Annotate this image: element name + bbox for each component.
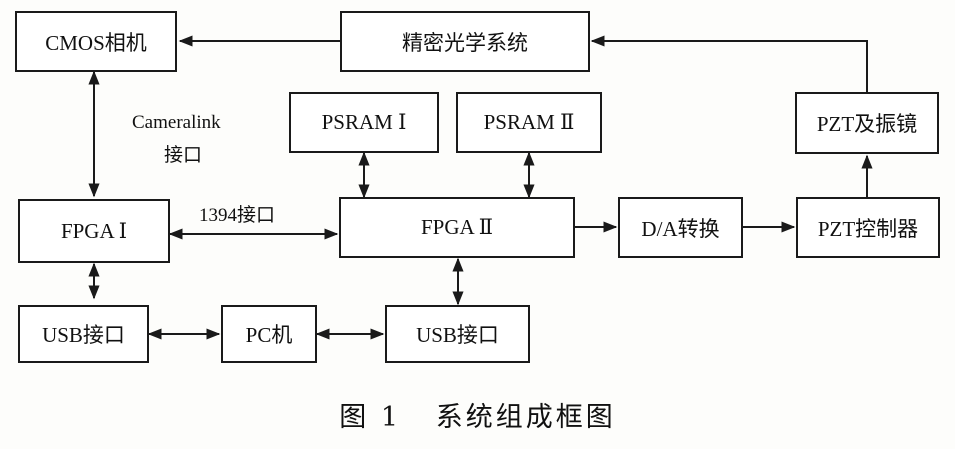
pc-label: PC机 — [245, 323, 293, 347]
usb-right-block: USB接口 — [385, 305, 530, 363]
cameralink-label: Cameralink — [132, 112, 221, 133]
fpga2-label: FPGA Ⅱ — [420, 215, 494, 239]
precision-optics-label: 精密光学系统 — [402, 30, 528, 55]
ieee1394-label: 1394接口 — [199, 205, 276, 226]
edge-pzt-mirror-to-optics — [590, 35, 868, 92]
figure-caption: 图 1 系统组成框图 — [339, 402, 616, 433]
pzt-mirror-block: PZT及振镜 — [795, 92, 939, 154]
cmos-camera-label: CMOS相机 — [45, 30, 147, 55]
psram2-block: PSRAM Ⅱ — [456, 92, 602, 153]
fpga1-block: FPGA Ⅰ — [18, 199, 170, 263]
psram1-label: PSRAM Ⅰ — [321, 110, 407, 134]
usb-right-label: USB接口 — [416, 323, 499, 347]
usb-left-label: USB接口 — [42, 323, 125, 347]
pzt-mirror-label: PZT及振镜 — [816, 112, 918, 136]
pzt-controller-block: PZT控制器 — [796, 197, 940, 258]
pzt-controller-label: PZT控制器 — [817, 216, 919, 241]
pc-block: PC机 — [221, 305, 317, 363]
fpga1-label: FPGA Ⅰ — [60, 218, 128, 243]
psram1-block: PSRAM Ⅰ — [289, 92, 439, 153]
fpga2-block: FPGA Ⅱ — [339, 197, 575, 258]
cameralink-interface-label: 接口 — [164, 145, 203, 166]
usb-left-block: USB接口 — [18, 305, 149, 363]
da-converter-label: D/A转换 — [641, 216, 720, 241]
precision-optics-block: 精密光学系统 — [340, 11, 590, 72]
cmos-camera-block: CMOS相机 — [15, 11, 177, 72]
psram2-label: PSRAM Ⅱ — [483, 110, 575, 134]
da-converter-block: D/A转换 — [618, 197, 743, 258]
